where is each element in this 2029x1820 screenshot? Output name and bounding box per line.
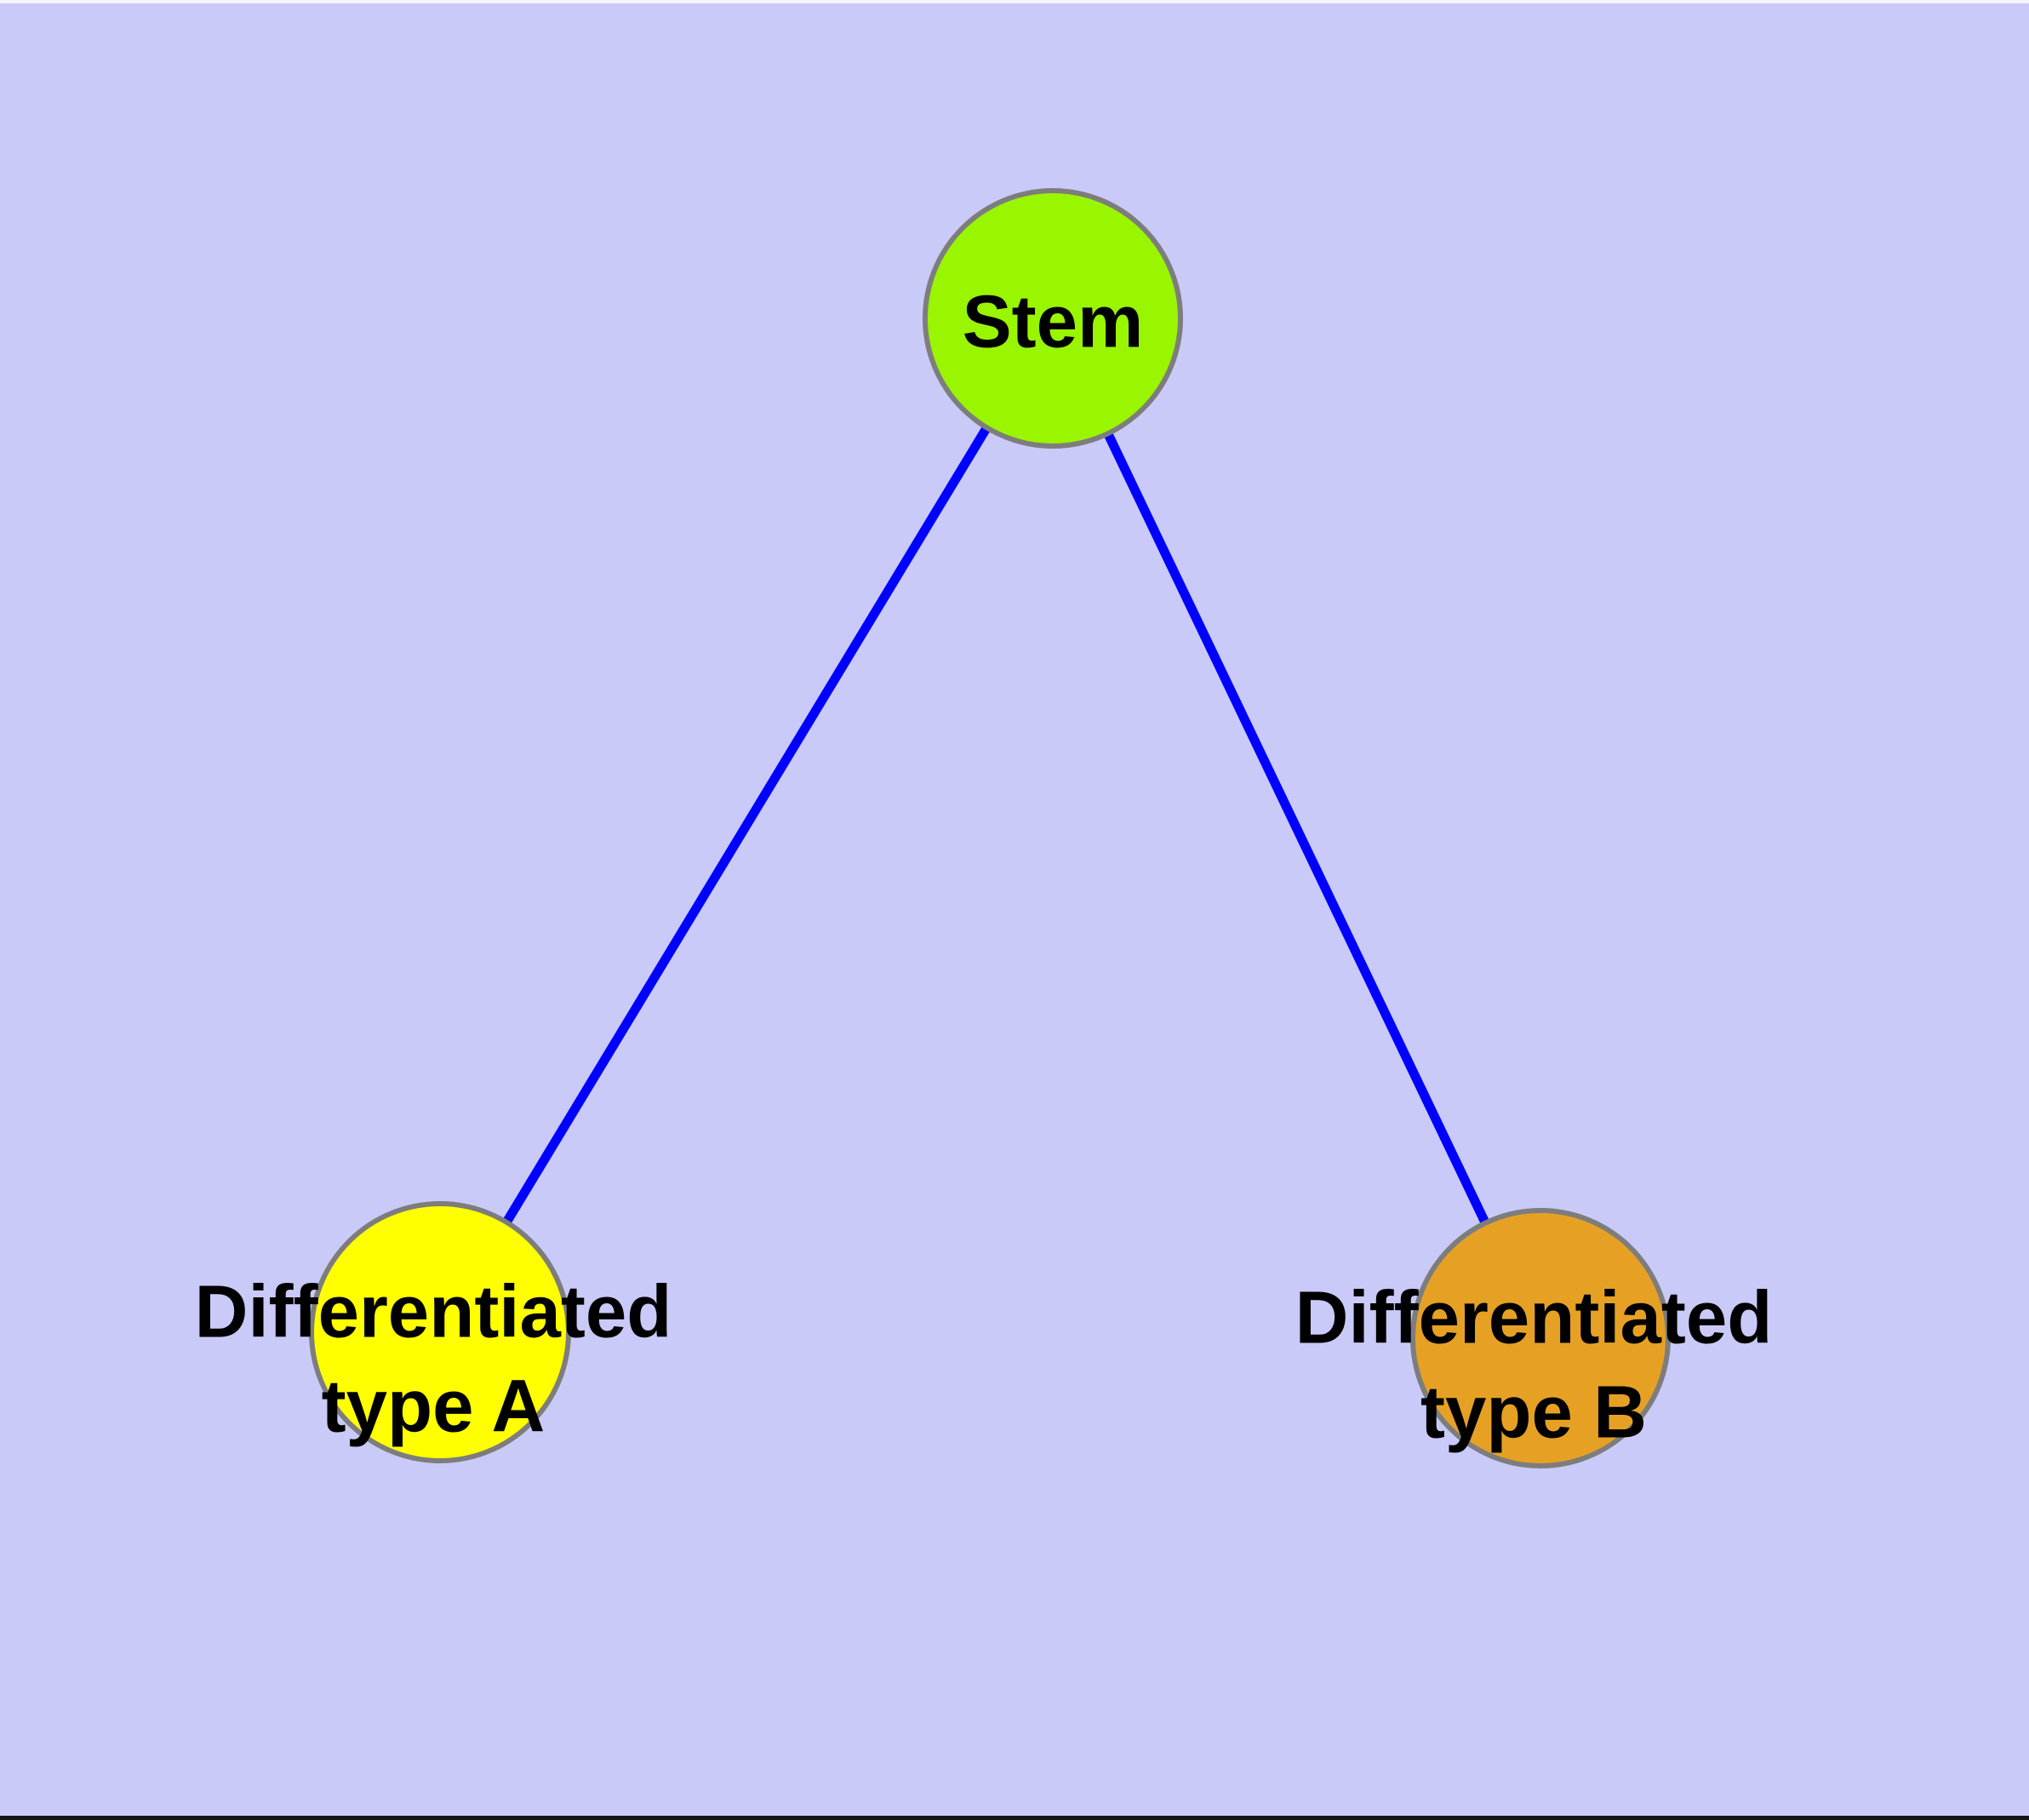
type-a-node-label: Differentiated type A bbox=[195, 1265, 672, 1455]
window-bottom-edge bbox=[0, 1816, 2029, 1820]
edge-stem-to-type-a bbox=[436, 316, 1057, 1335]
edge-stem-to-type-b bbox=[1049, 316, 1545, 1341]
type-b-node-label: Differentiated type B bbox=[1295, 1271, 1773, 1461]
type-a-node-label-line1: Differentiated bbox=[194, 1270, 672, 1354]
type-a-node-circle bbox=[309, 1201, 571, 1463]
type-b-node-circle bbox=[1410, 1208, 1671, 1468]
type-a-node-label-line2: type A bbox=[321, 1365, 546, 1448]
stem-node-circle bbox=[923, 188, 1183, 449]
stem-node-label: Stem bbox=[963, 274, 1144, 369]
window-top-edge bbox=[0, 0, 2029, 3]
type-b-node-label-line2: type B bbox=[1420, 1371, 1647, 1454]
stem-node-label-text: Stem bbox=[962, 280, 1144, 363]
type-b-node-label-line1: Differentiated bbox=[1295, 1276, 1773, 1359]
